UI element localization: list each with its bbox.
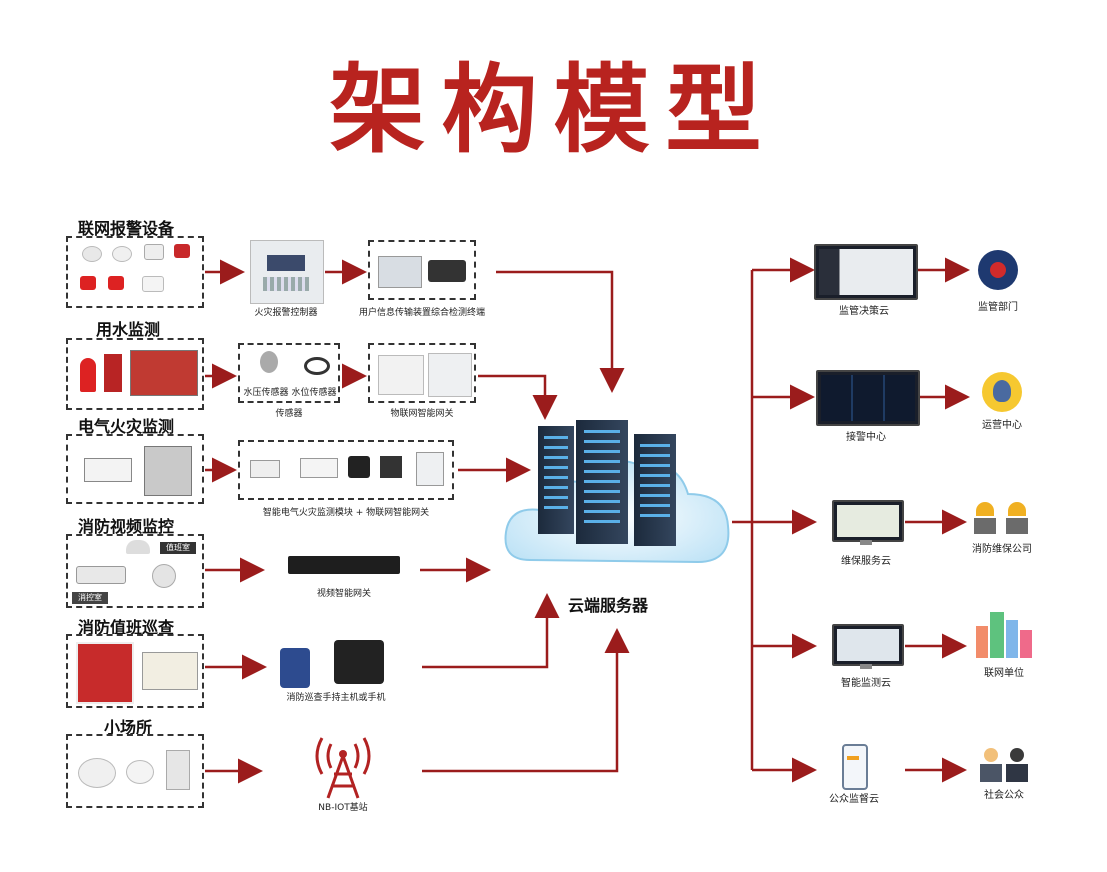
target-label-4: 联网单位 [984, 668, 1024, 679]
platform-label-1: 监管决策云 [839, 306, 889, 317]
electric-module-box [238, 440, 454, 500]
section-title-water: 用水监测 [96, 320, 161, 339]
target-label-5: 社会公众 [984, 790, 1024, 801]
caption-video-gateway: 视频智能网关 [316, 589, 371, 599]
alarm-unit-icon [166, 750, 190, 790]
sensor-box: 水压传感器 水位传感器 [238, 343, 340, 403]
alarm-devices-box [66, 236, 204, 308]
video-devices-box: 值班室 消控室 [66, 534, 204, 608]
caption-user-transmit: 用户信息传输装置综合检测终端 [358, 308, 485, 318]
platform-label-4: 智能监测云 [841, 678, 891, 689]
duty-cabinet-icon [76, 642, 134, 704]
platform-label-2: 接警中心 [846, 432, 886, 443]
public-cloud-phone-icon [842, 744, 868, 790]
caption-nbiot: NB-IOT基站 [318, 803, 368, 813]
electric-devices-box [66, 434, 204, 504]
section-title-electric: 电气火灾监测 [78, 417, 175, 436]
hydrant-button-icon [108, 276, 124, 290]
dome-camera-icon [126, 540, 150, 554]
breaker-panel-icon [84, 458, 132, 482]
cloud-server-label: 云端服务器 [568, 596, 649, 615]
patrol-devices-box [66, 634, 204, 708]
user-transmit-box [368, 240, 476, 300]
maintenance-workers-icon [970, 498, 1032, 534]
police-badge-icon [978, 250, 1018, 290]
nbiot-tower-icon [315, 737, 371, 799]
fire-room-sign: 消控室 [72, 592, 108, 604]
caption-iot-gateway: 物联网智能网关 [390, 409, 454, 419]
cloud-server-icon [504, 420, 730, 564]
gas-detector-icon [126, 760, 154, 784]
monitor-stand [860, 540, 872, 545]
heat-detector-icon [112, 246, 132, 262]
ptz-camera-icon [152, 564, 176, 588]
alarm-button-icon [174, 244, 190, 258]
distribution-cabinet-icon [144, 446, 192, 496]
iot-gateway-box [368, 343, 476, 403]
maintenance-cloud-screen [832, 500, 904, 542]
caption-electric-module: 智能电气火灾监测模块 + 物联网智能网关 [262, 508, 430, 518]
module-icon [144, 244, 164, 260]
section-title-video: 消防视频监控 [78, 517, 175, 536]
caption-pressure-sensor: 水压传感器 [243, 388, 289, 398]
caption-sensor: 传感器 [275, 409, 303, 419]
water-devices-box [66, 338, 204, 410]
platform-label-3: 维保服务云 [841, 556, 891, 567]
section-title-patrol: 消防值班巡查 [78, 618, 175, 637]
monitor-stand [860, 664, 872, 669]
caption-patrol-terminal: 消防巡查手持主机或手机 [286, 693, 386, 703]
section-title-alarm: 联网报警设备 [78, 219, 175, 238]
bullet-camera-icon [76, 566, 126, 584]
page-title: 架构模型 [329, 53, 778, 166]
alarm-center-screen [816, 370, 920, 426]
public-people-icon [980, 748, 1030, 782]
platform-label-5: 公众监督云 [829, 794, 879, 805]
pump-room-icon [130, 350, 198, 396]
section-title-small: 小场所 [104, 718, 153, 737]
operator-avatar-icon [982, 372, 1022, 412]
pump-icon [104, 354, 122, 392]
target-label-2: 运营中心 [982, 420, 1022, 431]
caption-fire-controller: 火灾报警控制器 [254, 308, 318, 318]
manual-alarm-icon [80, 276, 96, 290]
io-module-icon [142, 276, 164, 292]
wireless-smoke-detector-icon [78, 758, 116, 788]
handheld-terminal-icon [280, 648, 310, 688]
fire-alarm-controller [250, 240, 324, 304]
mobile-phone-icon [334, 640, 384, 684]
target-label-1: 监管部门 [978, 302, 1018, 313]
fire-hydrant-icon [80, 358, 96, 392]
video-gateway-device [288, 556, 400, 574]
monitoring-cloud-screen [832, 624, 904, 666]
small-site-devices-box [66, 734, 204, 808]
smoke-detector-icon [82, 246, 102, 262]
caption-level-sensor: 水位传感器 [291, 388, 337, 398]
target-label-3: 消防维保公司 [972, 544, 1032, 555]
qr-tag-icon [142, 652, 198, 690]
buildings-icon [976, 612, 1032, 658]
supervision-cloud-screen [814, 244, 918, 300]
duty-room-sign: 值班室 [160, 542, 196, 554]
